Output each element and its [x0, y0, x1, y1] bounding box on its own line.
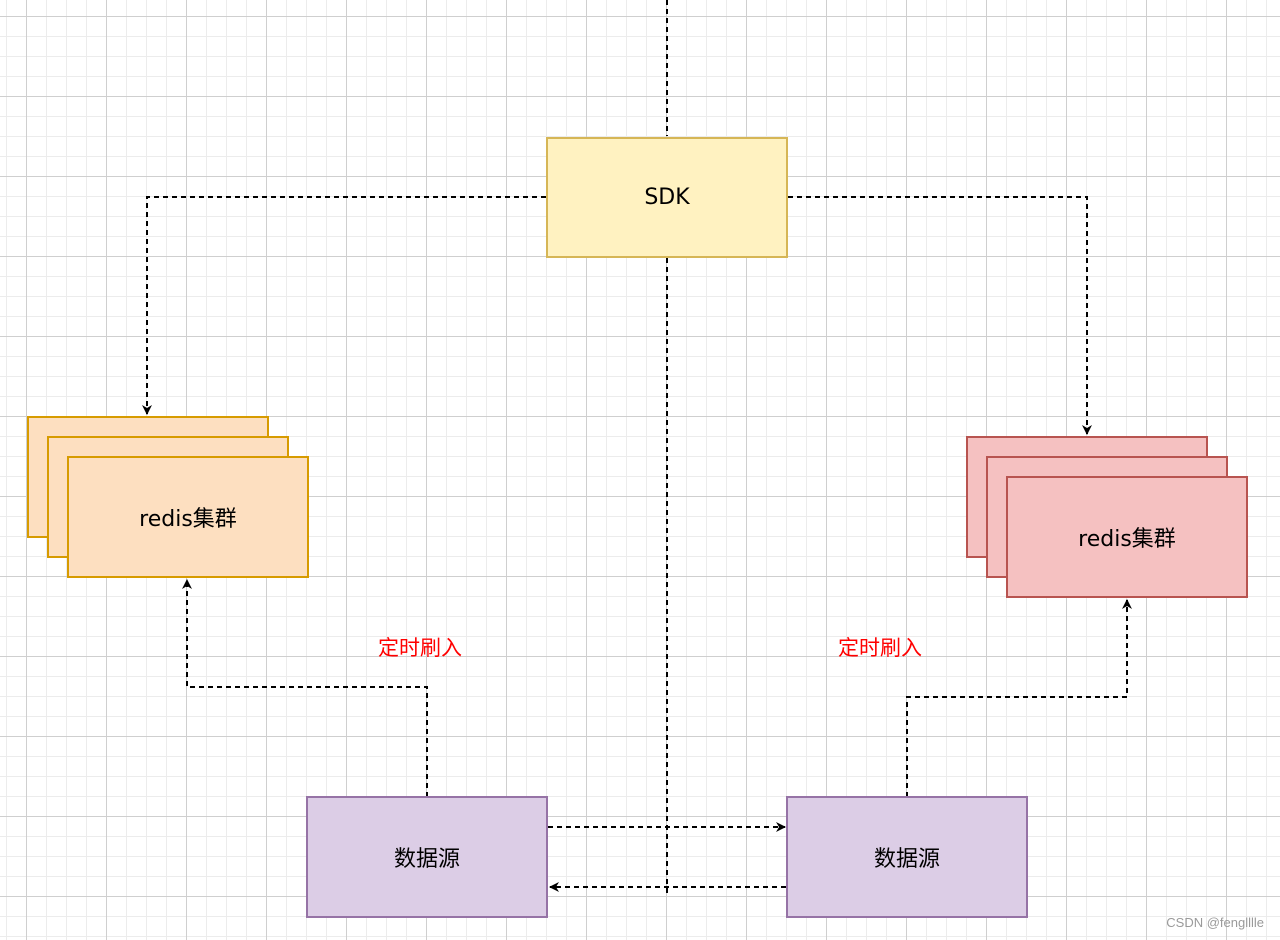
sdk-node[interactable]: SDK: [546, 137, 788, 258]
redis-left-node[interactable]: redis集群: [67, 456, 309, 578]
datasource-right-label: 数据源: [873, 847, 940, 872]
datasource-left-label: 数据源: [393, 847, 460, 872]
edge-label-refresh-right: 定时刷入: [838, 636, 922, 660]
edge-datasource-left-to-redis-left: [182, 579, 428, 797]
sdk-label: SDK: [644, 185, 690, 210]
redis-right-node[interactable]: redis集群: [1006, 476, 1248, 598]
datasource-left-node[interactable]: 数据源: [306, 796, 548, 918]
edge-sdk-to-redis-right: [788, 196, 1092, 435]
edge-sdk-to-redis-left: [142, 196, 546, 415]
watermark: CSDN @fenglllle: [1166, 915, 1264, 930]
redis-right-label: redis集群: [1078, 527, 1176, 552]
redis-left-label: redis集群: [139, 507, 237, 532]
datasource-right-node[interactable]: 数据源: [786, 796, 1028, 918]
edge-datasource-right-to-redis-right: [906, 599, 1132, 797]
edge-label-refresh-left: 定时刷入: [378, 636, 462, 660]
